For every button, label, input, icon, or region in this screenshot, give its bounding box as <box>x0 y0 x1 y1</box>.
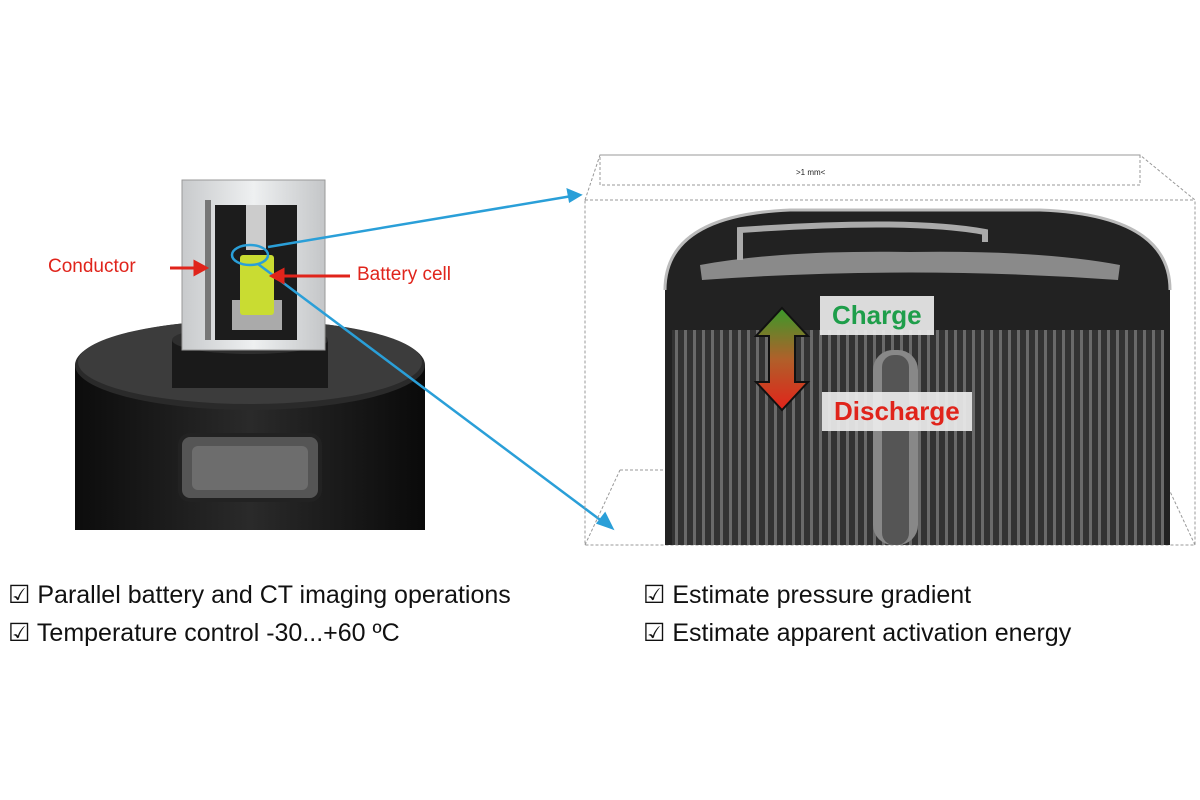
scale-label: >1 mm< <box>796 168 826 177</box>
conductor-label: Conductor <box>48 256 136 277</box>
checkbox-icon: ☑ <box>643 619 666 647</box>
feature-text: Estimate apparent activation energy <box>672 619 1072 647</box>
highlight-ellipse <box>230 243 270 267</box>
feature-text: Temperature control -30...+60 ºC <box>36 619 400 647</box>
checkbox-icon: ☑ <box>643 581 666 609</box>
discharge-label: Discharge <box>822 392 972 431</box>
leader-lines <box>257 187 615 531</box>
ct-scan-image <box>584 154 1196 546</box>
red-pointer-arrows <box>170 259 350 285</box>
battery-cell-label: Battery cell <box>357 264 451 285</box>
checkbox-icon: ☑ <box>8 581 31 609</box>
charge-discharge-arrow <box>753 306 811 412</box>
feature-item: ☑ Estimate apparent activation energy <box>643 618 1071 648</box>
feature-text: Estimate pressure gradient <box>672 581 972 609</box>
charge-label: Charge <box>820 296 934 335</box>
feature-item: ☑ Parallel battery and CT imaging operat… <box>8 580 511 610</box>
diagram-graphics <box>75 154 1196 546</box>
feature-item: ☑ Temperature control -30...+60 ºC <box>8 618 400 648</box>
feature-item: ☑ Estimate pressure gradient <box>643 580 971 610</box>
checkbox-icon: ☑ <box>8 619 31 647</box>
feature-text: Parallel battery and CT imaging operatio… <box>37 581 511 609</box>
